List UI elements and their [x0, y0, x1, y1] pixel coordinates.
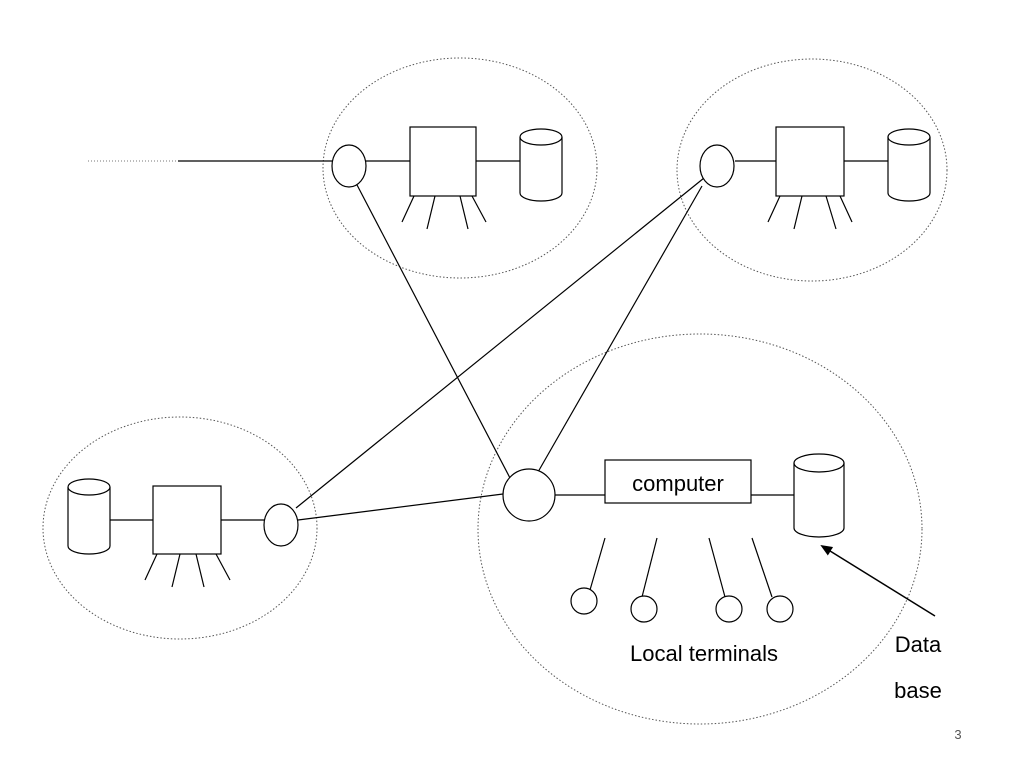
terminal-line [825, 195, 837, 230]
terminal-line [767, 195, 781, 223]
site-boundary-top [322, 57, 598, 279]
terminal-line [751, 537, 773, 598]
terminal-line [471, 195, 487, 223]
database-arrow [820, 544, 936, 617]
database-icon [67, 478, 111, 555]
site-boundary-main [477, 333, 923, 725]
computer-box-left [152, 485, 222, 555]
terminal-line [589, 537, 606, 591]
computer-box-top [409, 126, 477, 197]
terminal-circle [630, 595, 658, 623]
terminal-circle [766, 595, 794, 623]
computer-label: computer [632, 471, 724, 496]
link-right-main [537, 185, 703, 473]
terminal-line [195, 553, 205, 588]
computer-box-right [775, 126, 845, 197]
link-top-main [355, 182, 511, 479]
terminal-line [839, 195, 853, 223]
terminal-circle [570, 587, 598, 615]
comm-node-main [502, 468, 556, 522]
terminal-line [459, 195, 469, 230]
terminal-line [171, 553, 181, 588]
terminal-circle [715, 595, 743, 623]
terminal-line [215, 553, 231, 581]
terminal-line [641, 537, 658, 598]
database-icon [793, 453, 845, 538]
link-left-main [297, 493, 504, 521]
terminals-label: Local terminals [630, 641, 778, 666]
terminal-line [708, 537, 726, 598]
site-boundary-left [42, 416, 318, 640]
comm-node-top [331, 144, 367, 188]
database-label-line1: Data [895, 632, 942, 657]
page-number: 3 [954, 727, 961, 742]
terminal-line [426, 195, 436, 230]
comm-node-right [699, 144, 735, 188]
database-icon [887, 128, 931, 202]
database-label-line2: base [894, 678, 942, 703]
terminal-line [144, 553, 158, 581]
terminal-line [793, 195, 803, 230]
terminal-line [401, 195, 415, 223]
comm-node-left [263, 503, 299, 547]
site-boundary-right [676, 58, 948, 282]
link-left-right [295, 177, 705, 509]
computer-box-main [604, 459, 752, 504]
database-icon [519, 128, 563, 202]
